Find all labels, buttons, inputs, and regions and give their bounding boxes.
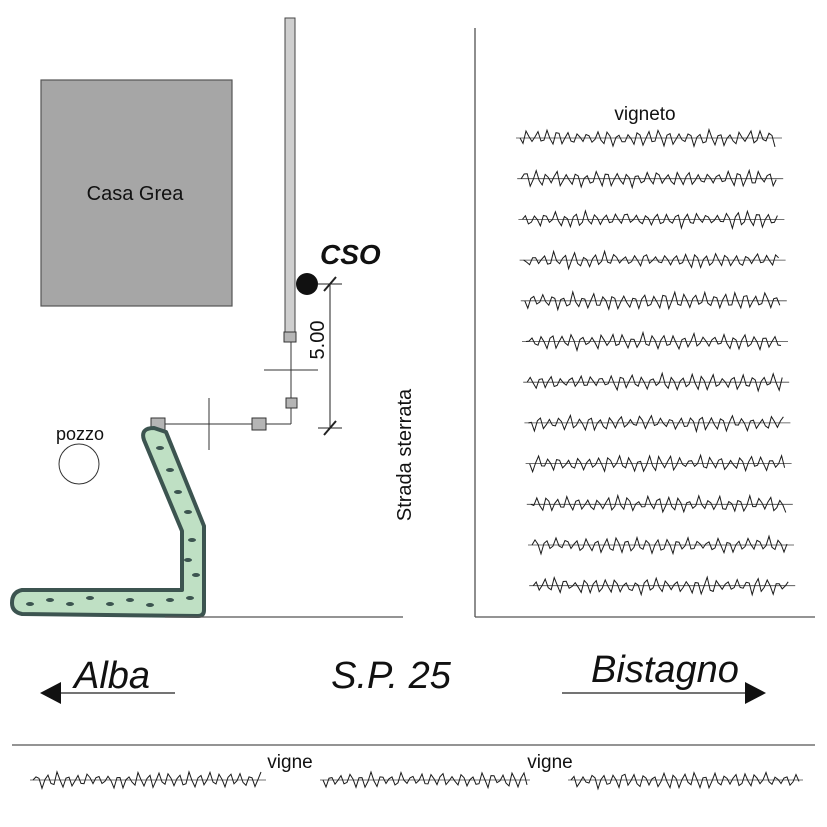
cso-point-marker — [296, 273, 318, 295]
vineyard-rows — [516, 127, 796, 597]
pipe-junction-top — [283, 331, 297, 343]
arrow-left-icon — [40, 682, 175, 704]
pipe-network — [165, 342, 318, 450]
vertical-pipe — [284, 17, 296, 339]
direction-right-label: Bistagno — [591, 649, 739, 691]
casa-grea-building — [40, 79, 233, 307]
vines-right-label: vigne — [527, 752, 572, 773]
well-label: pozzo — [56, 424, 104, 444]
vines-left-label: vigne — [267, 752, 312, 773]
pipe-junction-mid — [285, 397, 298, 409]
cso-label: CSO — [320, 239, 381, 270]
arrow-right-icon — [562, 682, 766, 704]
hedge-area — [10, 426, 206, 618]
direction-left-label: Alba — [72, 655, 150, 697]
well-circle — [58, 443, 100, 485]
roadside-vines — [30, 770, 803, 791]
road-label: S.P. 25 — [331, 655, 452, 697]
dirt-road-label: Strada sterrata — [394, 388, 416, 521]
dimension-line — [318, 276, 342, 436]
vineyard-label: vigneto — [614, 104, 675, 125]
casa-grea-label: Casa Grea — [87, 183, 185, 205]
dimension-value: 5.00 — [307, 321, 329, 360]
hedge-texture — [26, 446, 200, 607]
pipe-junction-right — [251, 417, 267, 431]
